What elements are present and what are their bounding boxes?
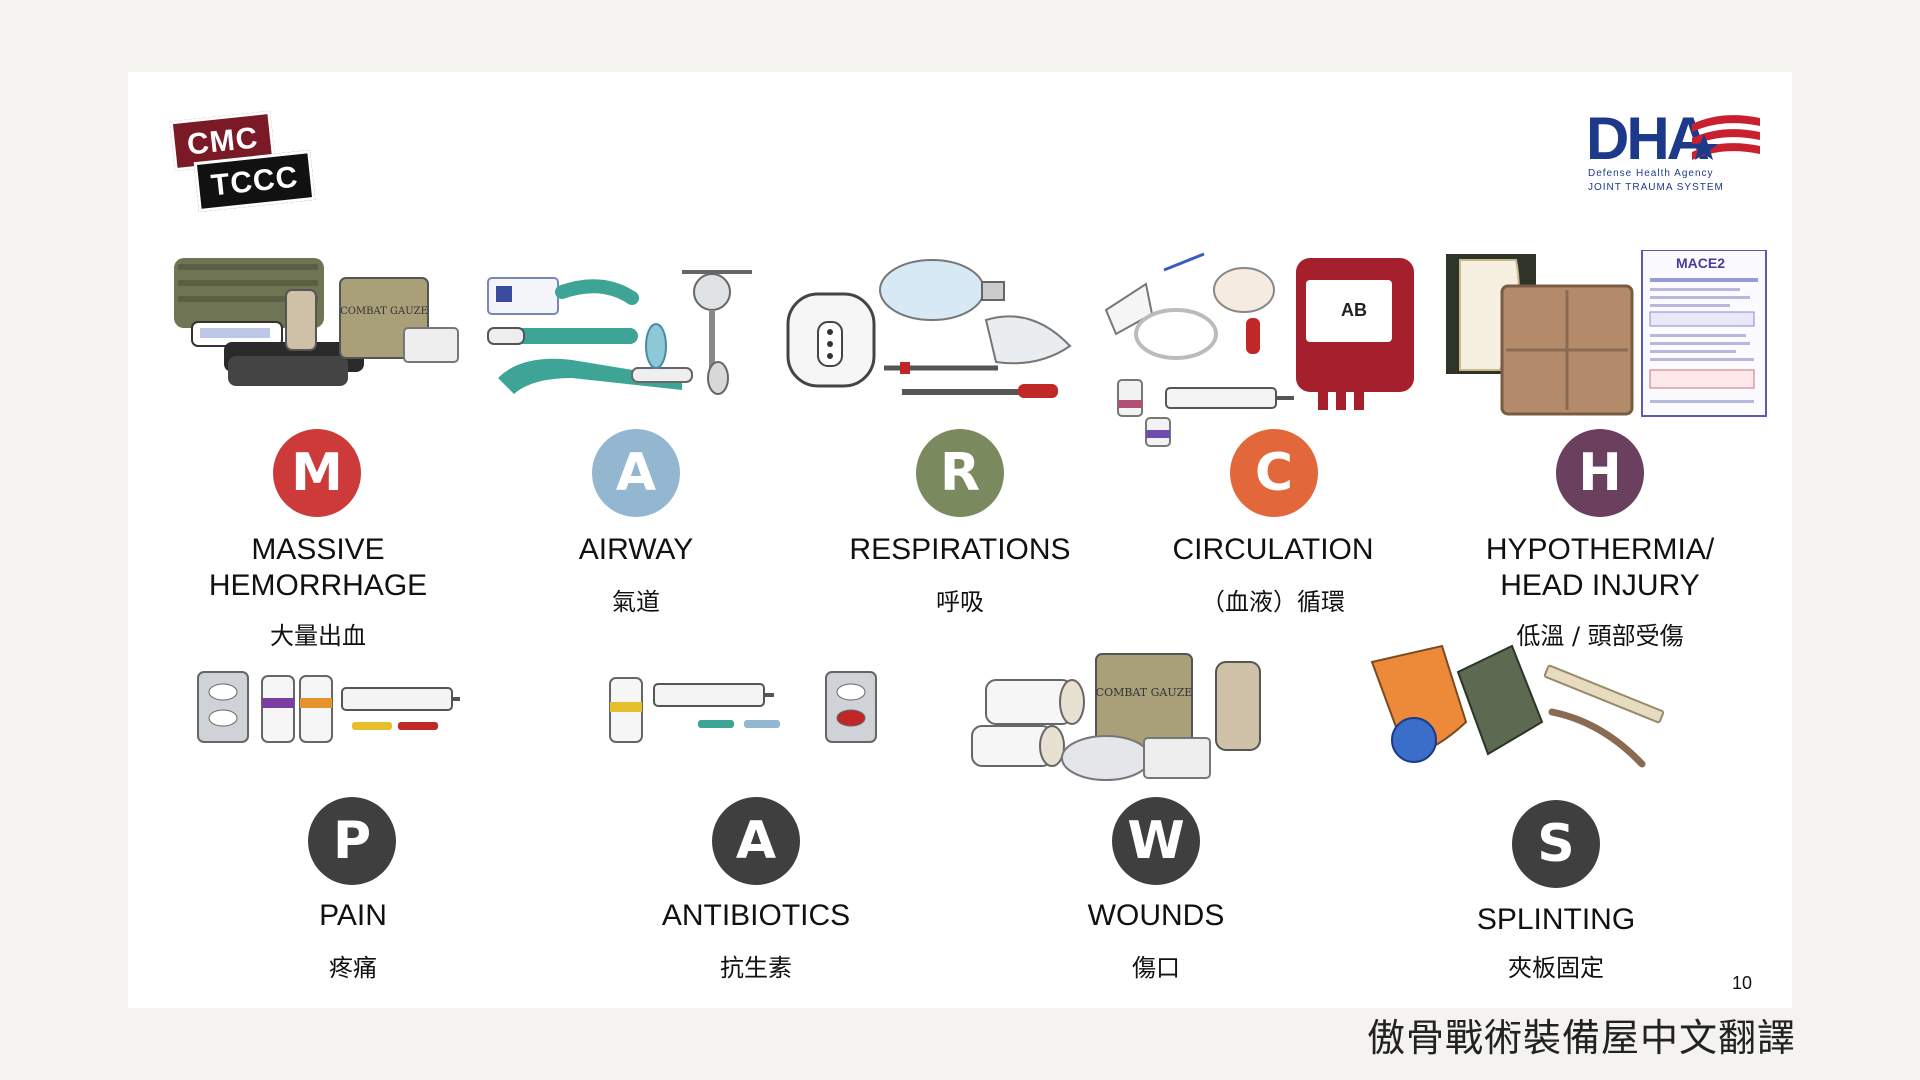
blood-type-text: AB [1341,300,1367,320]
label-hypothermia-zh: 低溫 / 頭部受傷 [1516,622,1684,650]
badge-m: M [273,429,361,517]
badge-w: W [1112,797,1200,885]
pain-medication-illustration [197,671,460,743]
cmc-tccc-logo: CMC TCCC [169,108,332,212]
badge-a-airway: A [592,429,680,517]
label-hypothermia: HYPOTHERMIA/ [1485,533,1715,566]
label-airway: AIRWAY [578,533,694,566]
label-massive: MASSIVE [251,533,385,566]
label-respirations: RESPIRATIONS [849,533,1071,566]
hypothermia-kit-illustration: MACE2 [1446,250,1767,417]
label-wounds-zh: 傷口 [1132,954,1180,982]
airway-illustration [487,270,752,395]
badge-h: H [1556,429,1644,517]
label-circulation-zh: （血液）循環 [1201,588,1345,616]
footer-translation-credit: 傲骨戰術裝備屋中文翻譯 [1366,1016,1796,1060]
label-splinting-zh: 夾板固定 [1508,954,1604,982]
bag-valve-mask-illustration [786,259,1072,398]
badge-r: R [916,429,1004,517]
combat-gauze-2-text: COMBAT GAUZE [1096,686,1193,699]
label-airway-zh: 氣道 [612,588,660,616]
dha-system-name: JOINT TRAUMA SYSTEM [1588,182,1724,193]
label-pain: PAIN [319,899,387,932]
antibiotics-illustration [609,671,877,743]
label-wounds: WOUNDS [1087,899,1225,932]
splint-illustration [1370,644,1665,768]
label-antibiotics-zh: 抗生素 [720,954,792,982]
label-circulation: CIRCULATION [1172,533,1374,566]
label-head-injury: HEAD INJURY [1500,569,1700,602]
badge-s: S [1512,800,1600,888]
label-respirations-zh: 呼吸 [936,588,984,616]
dha-logo: DHA Defense Health Agency JOINT TRAUMA S… [1586,104,1762,200]
badge-c: C [1230,429,1318,517]
label-hemorrhage: HEMORRHAGE [208,569,428,602]
label-antibiotics: ANTIBIOTICS [661,899,851,932]
label-pain-zh: 疼痛 [329,954,377,982]
badge-a-antibiotics: A [712,797,800,885]
slide: CMC TCCC DHA Defense Health Agency JOINT… [128,72,1792,1008]
page-number: 10 [1731,973,1752,993]
label-massive-hemorrhage-zh: 大量出血 [270,622,366,650]
mace2-text: MACE2 [1676,255,1725,271]
badge-p: P [308,797,396,885]
flag-icon [1690,115,1760,160]
combat-gauze-text: COMBAT GAUZE [340,306,428,317]
tccc-logo-text: TCCC [193,150,316,212]
label-splinting: SPLINTING [1476,903,1636,936]
dha-logo-text: DHA [1586,105,1710,172]
dha-agency-name: Defense Health Agency [1588,168,1714,179]
wound-dressing-illustration: COMBAT GAUZE [971,653,1261,781]
blood-transfusion-illustration: AB [1104,252,1414,447]
tourniquet-gauze-illustration: COMBAT GAUZE [174,258,459,386]
